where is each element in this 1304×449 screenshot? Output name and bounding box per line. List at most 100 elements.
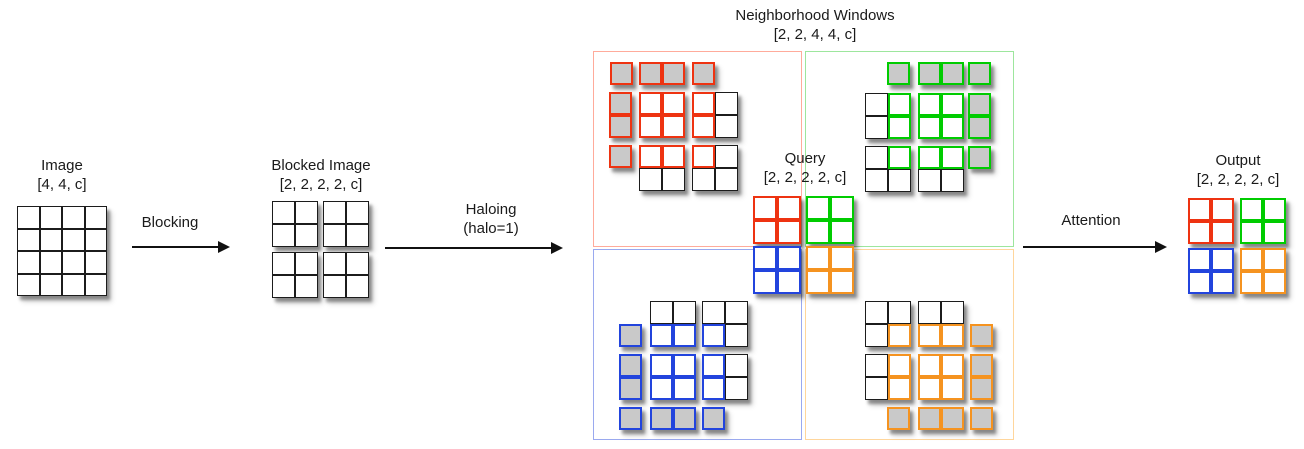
grid-cell (84, 206, 107, 229)
grid-cell (970, 324, 993, 347)
blocking-arrow-label: Blocking (70, 213, 270, 232)
query-grid-red (753, 196, 801, 244)
grid-cell (1263, 248, 1286, 271)
grid-cell (295, 252, 318, 275)
blocked-grid-top-left (272, 201, 318, 247)
nw-blue-neighbor-diag (702, 301, 748, 347)
grid-cell (619, 377, 642, 400)
grid-cell (39, 251, 62, 274)
grid-cell (673, 301, 696, 324)
grid-cell (970, 407, 993, 430)
neighborhood-windows-label-line: [2, 2, 4, 4, c] (773, 26, 857, 43)
grid-cell (918, 407, 941, 430)
grid-cell (888, 116, 911, 139)
grid-cell (970, 354, 993, 377)
grid-cell (702, 354, 725, 377)
image-label-line: [4, 4, c] (37, 176, 87, 193)
grid-cell (17, 251, 40, 274)
grid-cell (1188, 271, 1211, 294)
grid-cell (639, 168, 662, 191)
nw-orange-halo-bottom (918, 407, 964, 430)
grid-cell (609, 145, 632, 168)
grid-cell (806, 196, 830, 220)
grid-cell (888, 93, 911, 116)
grid-cell (753, 246, 777, 270)
attention-arrow-head (1155, 241, 1167, 253)
nw-green-neighbor-left (865, 93, 911, 139)
nw-red-block (639, 92, 685, 138)
grid-cell (272, 275, 295, 298)
grid-cell (272, 224, 295, 247)
grid-cell (650, 354, 673, 377)
nw-green-neighbor-diag (865, 146, 911, 192)
grid-cell (692, 115, 715, 138)
grid-cell (650, 377, 673, 400)
grid-cell (865, 301, 888, 324)
output-label-line: [2, 2, 2, 2, c] (1196, 171, 1280, 188)
grid-cell (639, 145, 662, 168)
output-grid-red (1188, 198, 1234, 244)
nw-green-halo-right (968, 93, 991, 139)
grid-cell (830, 220, 854, 244)
grid-cell (941, 146, 964, 169)
grid-cell (918, 324, 941, 347)
grid-cell (662, 92, 685, 115)
window-box-bottom-left (593, 249, 802, 440)
grid-cell (888, 377, 911, 400)
query-label-line: Query (784, 150, 826, 167)
nw-green-neighbor-below (918, 146, 964, 192)
grid-cell (715, 92, 738, 115)
nw-green-halo-top-edge (887, 62, 910, 85)
grid-cell (17, 273, 40, 296)
grid-cell (1211, 271, 1234, 294)
grid-cell (968, 62, 991, 85)
output-label-line: Output (1215, 152, 1261, 169)
grid-cell (941, 324, 964, 347)
grid-cell (918, 93, 941, 116)
grid-cell (830, 196, 854, 220)
nw-blue-halo-bottom-edge (702, 407, 725, 430)
grid-cell (888, 169, 911, 192)
grid-cell (702, 301, 725, 324)
grid-cell (918, 169, 941, 192)
blocked-image-label-line: Blocked Image (271, 157, 371, 174)
grid-cell (272, 201, 295, 224)
grid-cell (662, 168, 685, 191)
grid-cell (702, 407, 725, 430)
grid-cell (715, 115, 738, 138)
grid-cell (970, 377, 993, 400)
grid-cell (968, 93, 991, 116)
nw-blue-neighbor-right (702, 354, 748, 400)
attention-arrow-line (1023, 246, 1158, 248)
grid-cell (619, 324, 642, 347)
grid-cell (39, 273, 62, 296)
grid-cell (1188, 198, 1211, 221)
blocked-grid-bottom-left (272, 252, 318, 298)
grid-cell (673, 407, 696, 430)
nw-red-neighbor-below (639, 145, 685, 191)
grid-cell (1211, 248, 1234, 271)
grid-cell (609, 115, 632, 138)
haloing-arrow-head (551, 242, 563, 254)
grid-cell (753, 270, 777, 294)
grid-cell (1211, 221, 1234, 244)
grid-cell (639, 92, 662, 115)
grid-cell (830, 246, 854, 270)
blocking-arrow-head (218, 241, 230, 253)
nw-red-halo-top (639, 62, 685, 85)
grid-cell (918, 301, 941, 324)
grid-cell (888, 354, 911, 377)
image-label-line: Image (41, 157, 83, 174)
grid-cell (346, 224, 369, 247)
nw-blue-halo-left (619, 354, 642, 400)
nw-red-halo-left-edge (609, 145, 632, 168)
nw-orange-neighbor-left (865, 354, 911, 400)
grid-cell (323, 201, 346, 224)
output-label: Output [2, 2, 2, 2, c] (1118, 151, 1304, 189)
query-grid-orange (806, 246, 854, 294)
window-box-bottom-right (805, 249, 1014, 440)
grid-cell (323, 252, 346, 275)
haloing-arrow-label-line: (halo=1) (463, 220, 519, 237)
grid-cell (918, 354, 941, 377)
grid-cell (692, 92, 715, 115)
